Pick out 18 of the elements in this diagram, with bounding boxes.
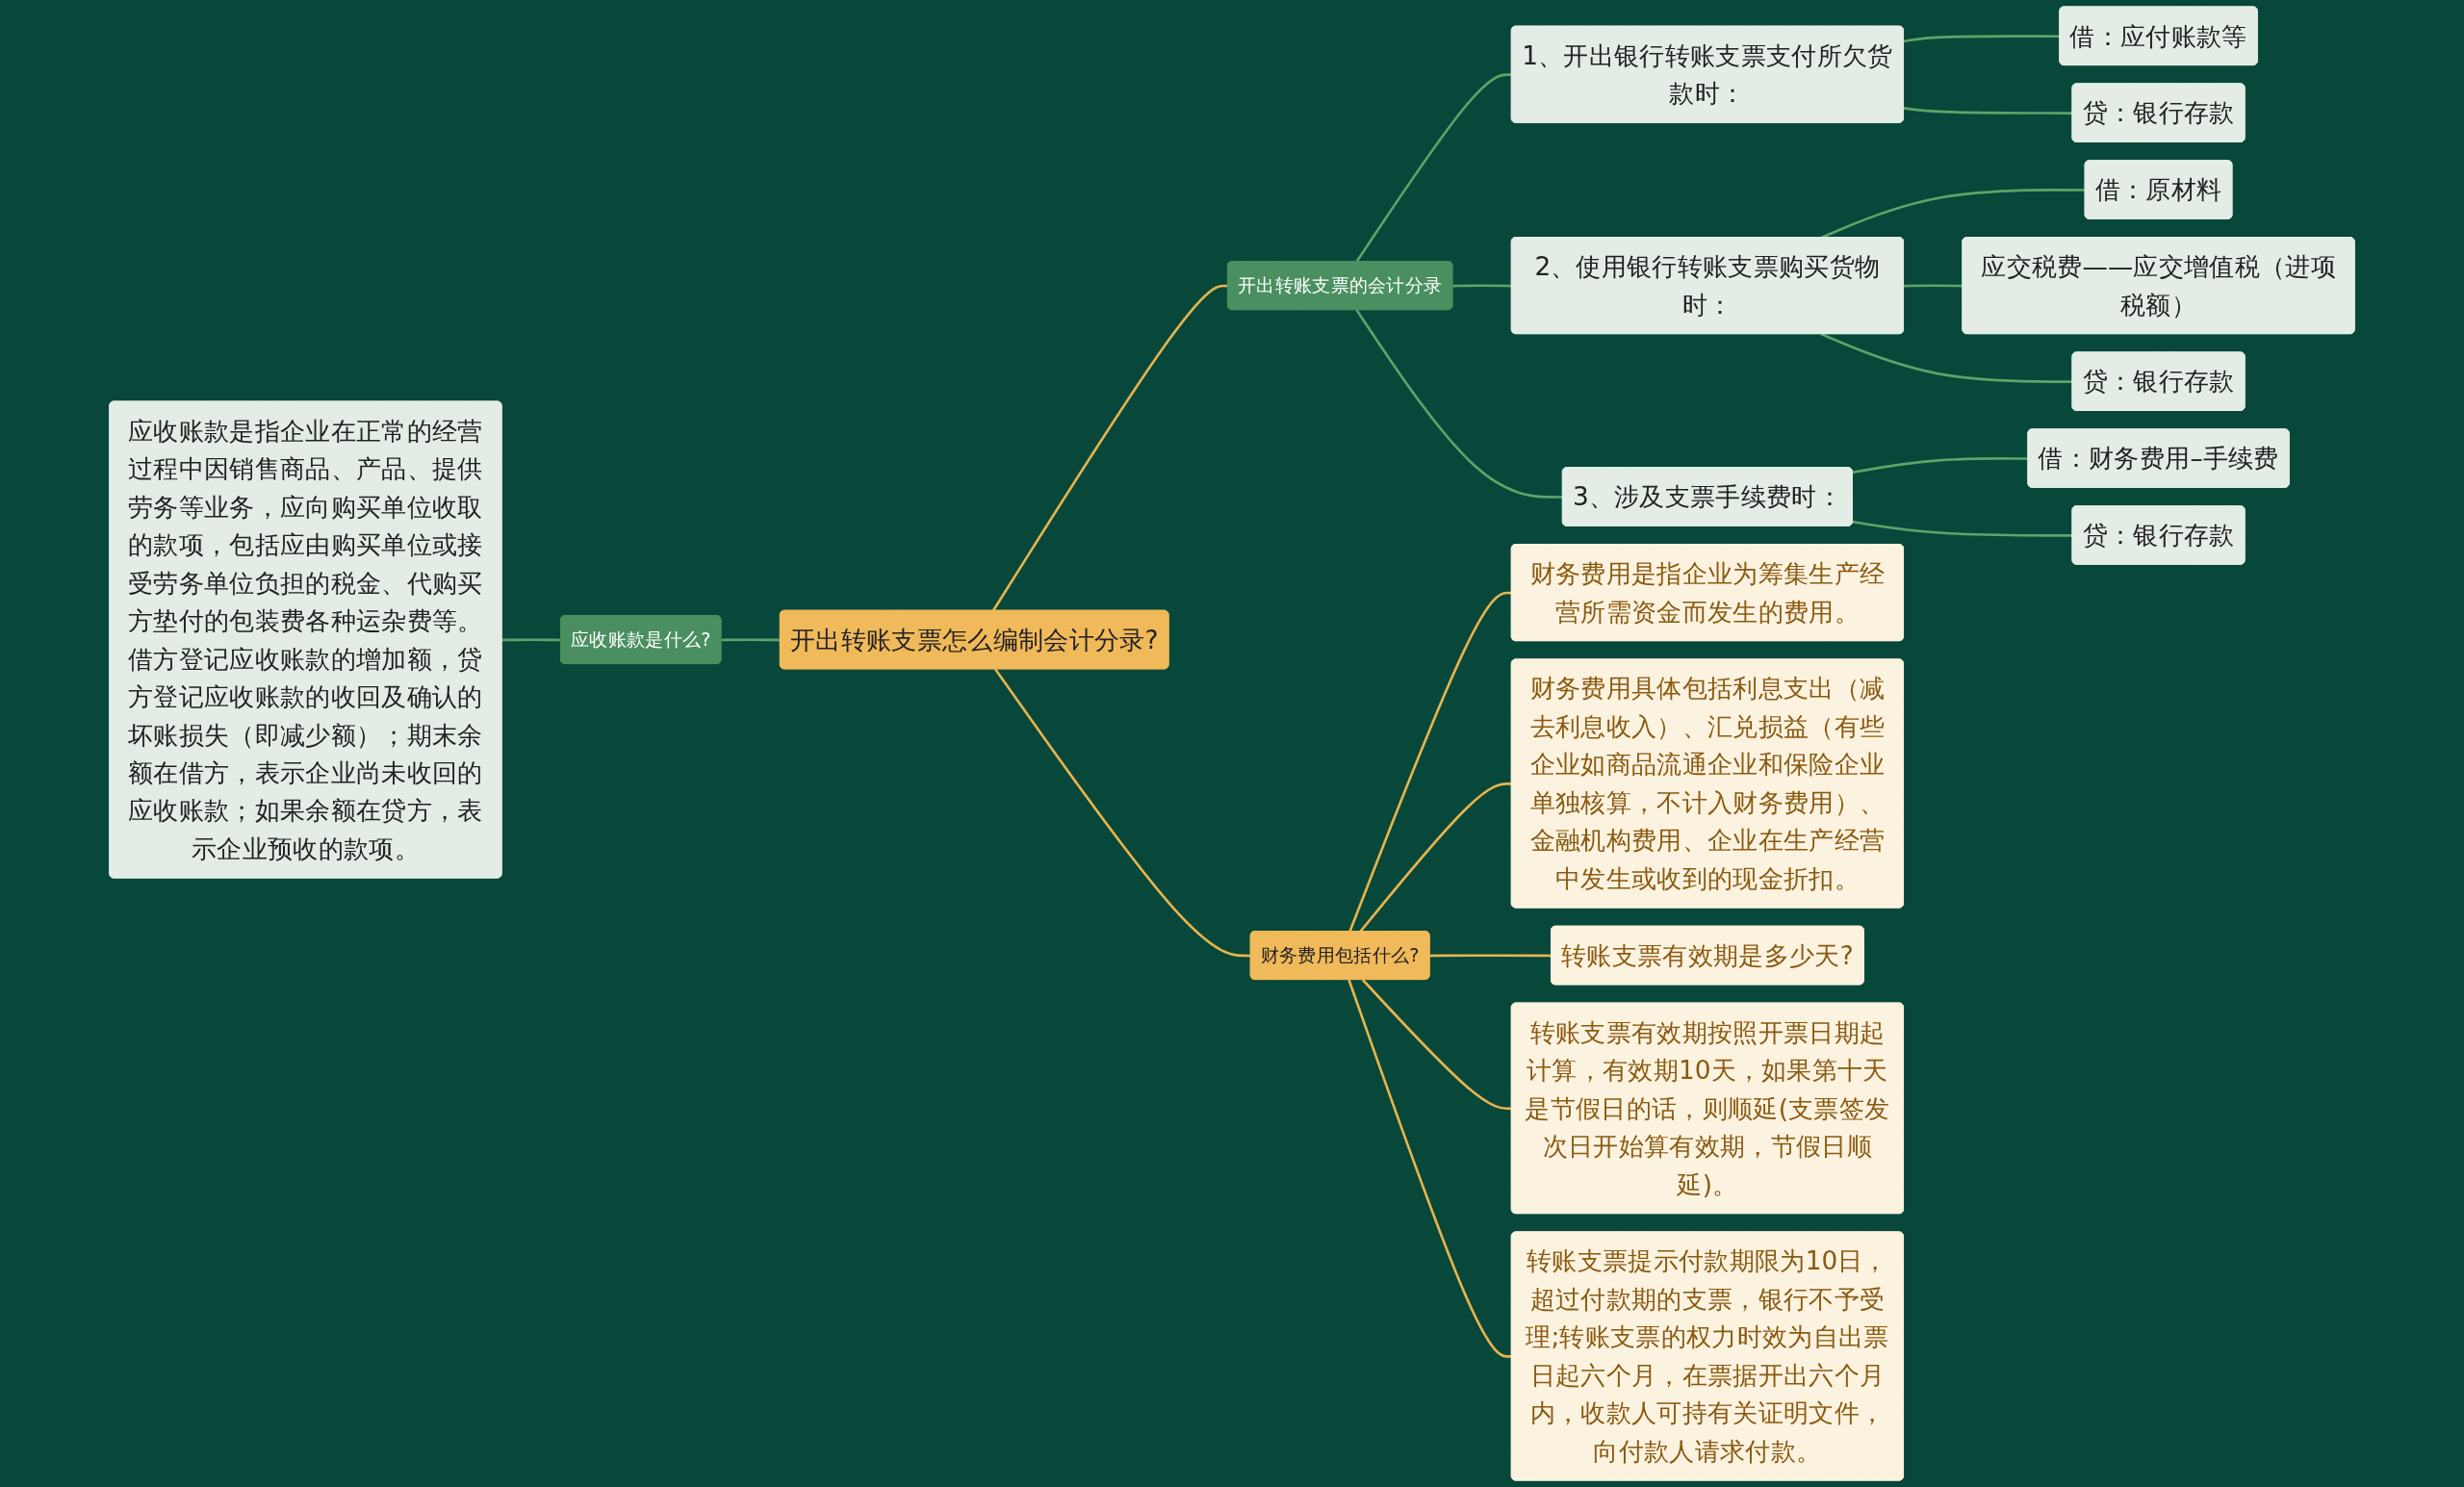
connector [994,668,1251,958]
connector [1355,73,1512,263]
connector [1852,520,2073,537]
connector [1903,284,1964,288]
connector [1348,979,1512,1358]
connector [1348,591,1512,933]
connector [1429,954,1553,958]
connector [1452,284,1512,288]
connector [1361,979,1512,1111]
connector [501,638,561,642]
connector [991,284,1228,612]
connector [1852,457,2029,474]
connector [1355,309,1563,499]
connector [1359,782,1512,933]
connector [1820,332,2073,383]
connector [1903,107,2073,115]
connector [721,638,781,642]
connector [1903,35,2061,43]
